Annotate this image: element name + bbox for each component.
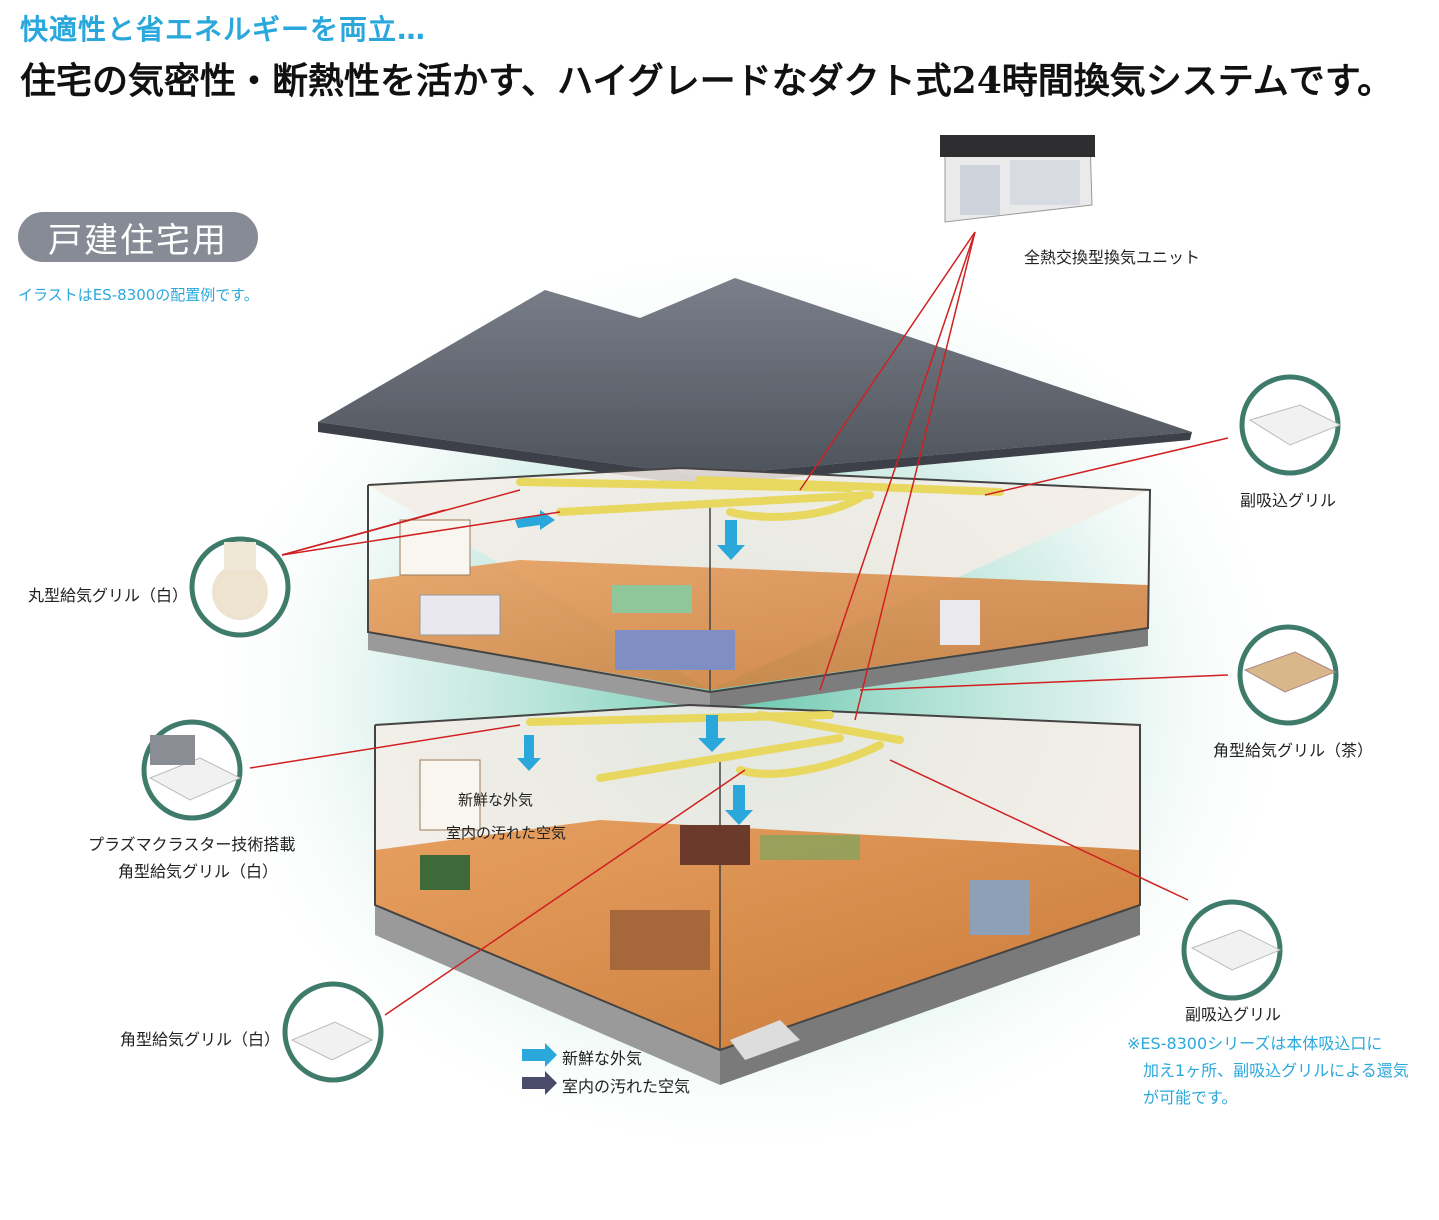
- label-sub-intake-lower: 副吸込グリル: [1185, 1005, 1282, 1024]
- footnote: ※ES-8300シリーズは本体吸込口に 加え1ヶ所、副吸込グリルによる還気 が可…: [1127, 1030, 1409, 1111]
- airflow-arrows: [515, 510, 753, 825]
- ducts: [516, 476, 1004, 782]
- label-heat-exchange-unit: 全熱交換型換気ユニット: [1024, 248, 1201, 267]
- label-square-grille-white: 角型給気グリル（白）: [120, 1030, 281, 1049]
- inline-label-fresh-air: 新鮮な外気: [458, 791, 534, 809]
- heat-exchange-unit-image: [940, 135, 1095, 223]
- upper-floor: [367, 466, 1152, 710]
- illustration-note: イラストはES-8300の配置例です。: [18, 286, 259, 304]
- footnote-line3: が可能です。: [1143, 1088, 1238, 1107]
- label-plasma-line1: プラズマクラスター技術搭載: [88, 835, 296, 854]
- legend-dirty-arrow: [522, 1071, 557, 1095]
- footnote-line2: 加え1ヶ所、副吸込グリルによる還気: [1143, 1061, 1409, 1080]
- label-round-supply-grille: 丸型給気グリル（白）: [28, 586, 189, 605]
- footnote-line1: ※ES-8300シリーズは本体吸込口に: [1127, 1034, 1383, 1053]
- lower-floor: [374, 703, 1141, 1085]
- legend-fresh-arrow: [522, 1043, 557, 1067]
- inline-label-dirty-air: 室内の汚れた空気: [446, 824, 567, 842]
- label-sub-intake-upper: 副吸込グリル: [1240, 491, 1337, 510]
- label-plasma-line2: 角型給気グリル（白）: [118, 862, 279, 881]
- legend-fresh-label: 新鮮な外気: [562, 1049, 643, 1068]
- headline: 住宅の気密性・断熱性を活かす、ハイグレードなダクト式24時間換気システムです。: [20, 60, 1394, 102]
- leader-lines: [249, 231, 1229, 1016]
- legend-dirty-label: 室内の汚れた空気: [562, 1077, 691, 1096]
- category-badge: 戸建住宅用: [18, 212, 258, 262]
- label-square-grille-brown: 角型給気グリル（茶）: [1213, 741, 1374, 760]
- subtitle: 快適性と省エネルギーを両立…: [20, 13, 427, 46]
- grille-images: [148, 404, 1342, 1061]
